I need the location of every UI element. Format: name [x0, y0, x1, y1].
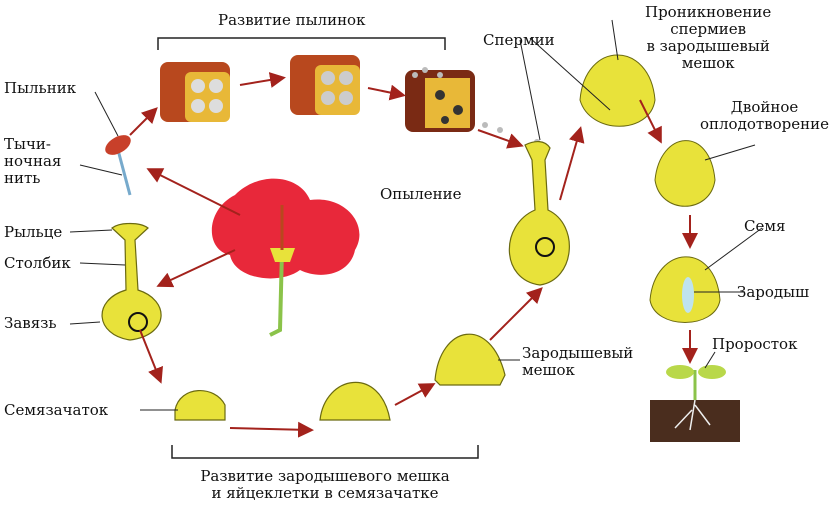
label-line: мешок	[522, 361, 575, 379]
ovule-fertilization	[654, 140, 716, 207]
label-ovule: Семязачаток	[4, 401, 109, 419]
label-sperm: Спермии	[483, 31, 555, 49]
label-double-fertilization: Двойное оплодотворение	[700, 99, 829, 133]
cycle-arrows	[129, 72, 698, 438]
anther	[105, 135, 131, 155]
label-line: в зародышевый	[646, 37, 770, 55]
ovule-penetration	[579, 54, 656, 127]
sac-bracket	[171, 445, 479, 459]
label-line: спермиев	[670, 20, 747, 38]
embryo	[682, 277, 694, 313]
seedling-leaf	[666, 365, 694, 379]
label-seedling: Проросток	[712, 335, 798, 353]
label-line: нить	[4, 169, 41, 187]
pointer-lines	[69, 19, 763, 411]
label-pollination: Опыление	[380, 185, 462, 203]
label-sac-development: Развитие зародышевого мешка и яйцеклетки…	[180, 468, 470, 502]
label-style: Столбик	[4, 254, 71, 272]
label-line: Двойное	[730, 98, 799, 116]
ovule-3	[434, 333, 506, 386]
label-anther: Пыльник	[4, 79, 77, 97]
soil	[650, 400, 740, 442]
label-penetration: Проникновение спермиев в зародышевый меш…	[645, 4, 771, 72]
anther-stage-2	[290, 55, 360, 115]
anther-stage-1	[160, 62, 230, 122]
flower	[211, 178, 360, 337]
ovule-1	[174, 390, 226, 421]
ovule-2	[319, 381, 391, 421]
label-embryo-sac: Зародышевый мешок	[522, 345, 633, 379]
filament	[116, 149, 132, 196]
label-filament: Тычи- ночная нить	[4, 136, 61, 187]
label-line: оплодотворение	[700, 115, 829, 133]
label-embryo: Зародыш	[737, 283, 810, 301]
pistil-left	[101, 222, 162, 341]
pistil-right	[508, 141, 570, 286]
label-line: и яйцеклетки в семязачатке	[211, 484, 439, 502]
label-line: ночная	[4, 152, 62, 170]
label-stigma: Рыльце	[4, 223, 63, 241]
pollen-bracket	[157, 37, 446, 50]
label-line: Развитие зародышевого мешка	[200, 467, 450, 485]
label-pollen-development: Развитие пылинок	[218, 11, 366, 29]
label-line: Зародышевый	[522, 344, 634, 362]
label-line: Проникновение	[645, 3, 772, 21]
label-ovary: Завязь	[4, 314, 57, 332]
label-line: Тычи-	[4, 135, 51, 153]
label-line: мешок	[681, 54, 735, 72]
label-seed: Семя	[744, 217, 786, 235]
anther-stage-3	[405, 70, 475, 132]
